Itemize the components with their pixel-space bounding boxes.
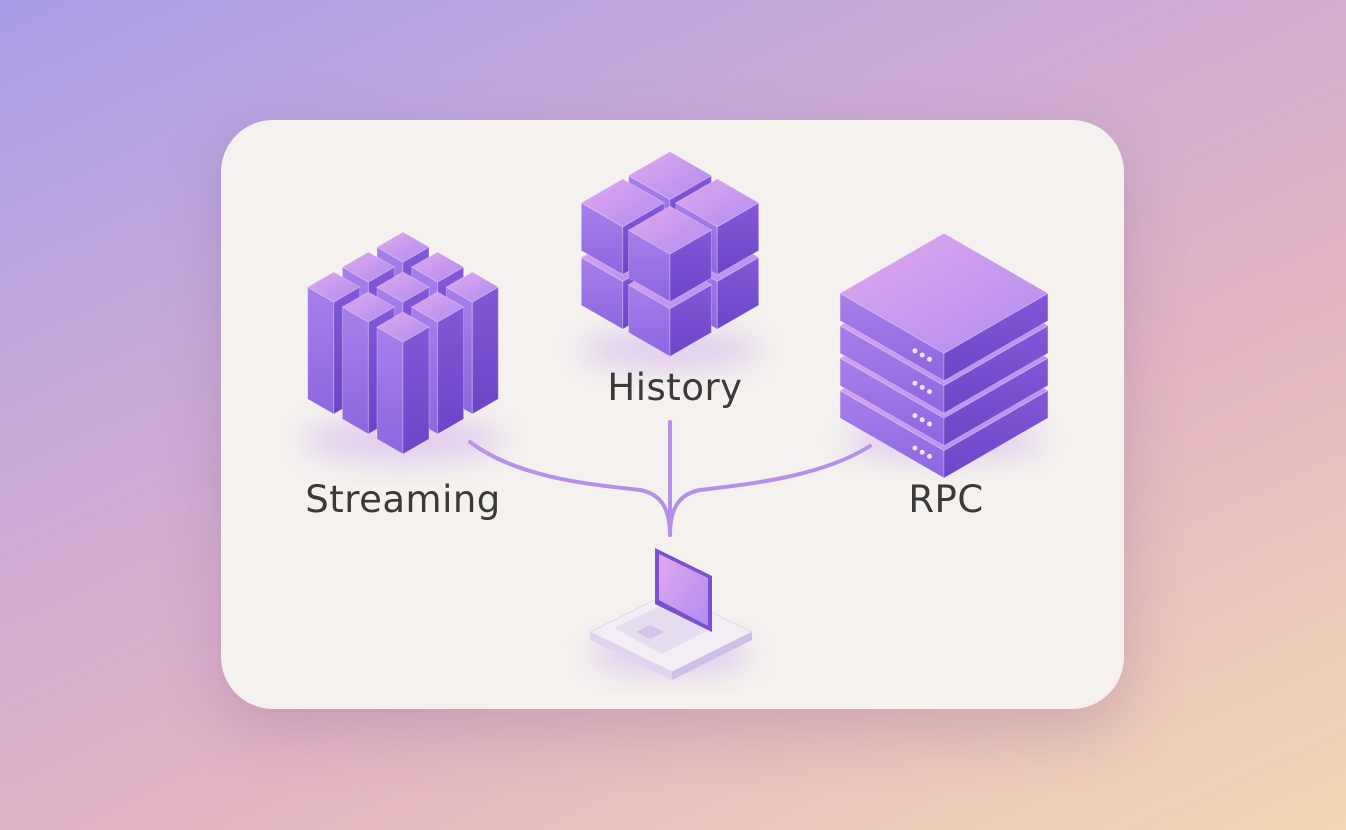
connector-lines	[468, 420, 872, 537]
node-label-rpc: RPC	[908, 478, 984, 521]
cube-cluster-icon	[580, 151, 760, 370]
box-left-face	[307, 286, 335, 415]
box-top-face	[627, 205, 713, 255]
box-left-face	[376, 326, 404, 455]
box-top-face	[341, 251, 396, 283]
status-light-icon	[919, 449, 925, 455]
box-left-face	[341, 306, 369, 435]
node-label-history: History	[607, 366, 743, 409]
laptop-icon	[588, 548, 754, 680]
edge-rpc-client	[668, 444, 872, 537]
box-top-face	[410, 251, 465, 283]
status-light-icon	[919, 384, 925, 390]
box-top-face	[839, 232, 1049, 354]
box-top-face	[627, 151, 713, 200]
node-label-streaming: Streaming	[305, 478, 501, 521]
edge-streaming-client	[468, 440, 672, 537]
box-top-face	[375, 311, 431, 343]
box-top-face	[341, 291, 396, 323]
box-top-face	[375, 271, 431, 303]
box-top-face	[375, 231, 431, 263]
status-light-icon	[919, 417, 925, 423]
status-light-icon	[927, 356, 932, 362]
status-light-icon	[912, 348, 918, 354]
box-top-face	[580, 178, 666, 228]
box-top-face	[445, 271, 500, 303]
box-right-face	[471, 286, 499, 415]
status-light-icon	[912, 413, 918, 419]
status-light-icon	[927, 389, 932, 395]
status-light-icon	[927, 421, 932, 427]
status-light-icon	[919, 352, 925, 358]
server-rack-cluster-icon	[303, 231, 503, 462]
status-light-icon	[927, 453, 932, 459]
box-top-face	[306, 271, 361, 303]
status-light-icon	[912, 380, 918, 386]
box-right-face	[402, 326, 430, 455]
box-top-face	[410, 291, 465, 323]
box-top-face	[674, 178, 760, 228]
status-light-icon	[912, 445, 918, 451]
box-right-face	[437, 306, 465, 435]
server-stack-icon	[839, 232, 1049, 479]
